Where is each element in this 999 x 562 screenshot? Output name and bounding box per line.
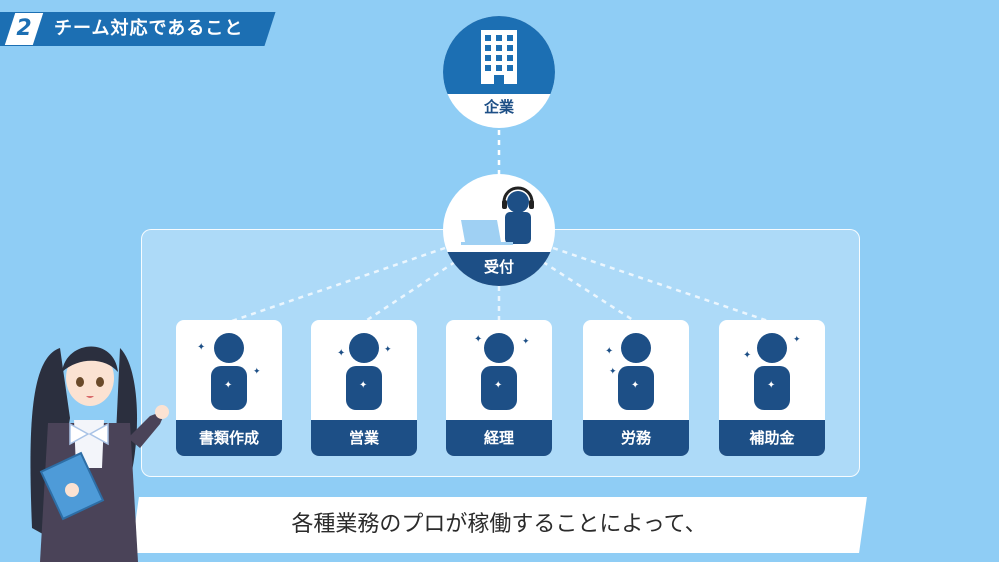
svg-text:✦: ✦ — [224, 380, 232, 391]
team-label: 補助金 — [719, 420, 825, 456]
expert-person-icon: ✦ ✦ ✦ — [605, 333, 654, 410]
building-icon — [481, 30, 517, 84]
team-card-document: ✦ ✦ ✦ 書類作成 — [176, 320, 282, 456]
team-card-labor: ✦ ✦ ✦ 労務 — [583, 320, 689, 456]
svg-text:✦: ✦ — [337, 348, 345, 359]
reception-label: 受付 — [443, 252, 555, 286]
team-label: 経理 — [446, 420, 552, 456]
svg-text:✦: ✦ — [605, 346, 613, 357]
svg-text:✦: ✦ — [253, 367, 261, 377]
reception-node: 受付 — [443, 174, 555, 286]
team-label: 労務 — [583, 420, 689, 456]
svg-text:✦: ✦ — [474, 334, 482, 345]
team-card-accounting: ✦ ✦ ✦ 経理 — [446, 320, 552, 456]
receptionist-headset-icon — [461, 186, 534, 245]
team-card-subsidy: ✦ ✦ ✦ 補助金 — [719, 320, 825, 456]
svg-text:✦: ✦ — [631, 380, 639, 391]
svg-text:✦: ✦ — [522, 337, 530, 347]
svg-text:✦: ✦ — [359, 380, 367, 391]
svg-text:✦: ✦ — [197, 342, 205, 353]
svg-text:✦: ✦ — [743, 350, 751, 361]
company-node: 企業 — [443, 16, 555, 128]
expert-person-icon: ✦ ✦ ✦ — [743, 333, 801, 410]
expert-person-icon: ✦ ✦ ✦ — [337, 333, 392, 410]
section-number: 2 — [16, 16, 32, 41]
company-label: 企業 — [483, 98, 514, 116]
team-card-sales: ✦ ✦ ✦ 営業 — [311, 320, 417, 456]
expert-person-icon: ✦ ✦ ✦ — [474, 333, 530, 410]
svg-text:✦: ✦ — [767, 380, 775, 391]
expert-person-icon: ✦ ✦ ✦ — [197, 333, 261, 410]
svg-text:✦: ✦ — [609, 367, 617, 377]
caption-text: 各種業務のプロが稼働することによって、 — [291, 512, 707, 537]
page-title: チーム対応であること — [54, 18, 244, 39]
presenter-character-illustration — [30, 346, 169, 562]
team-label: 営業 — [311, 420, 417, 456]
svg-text:✦: ✦ — [494, 380, 502, 391]
team-label: 書類作成 — [176, 420, 282, 456]
svg-text:✦: ✦ — [384, 345, 392, 355]
svg-text:✦: ✦ — [793, 335, 801, 345]
